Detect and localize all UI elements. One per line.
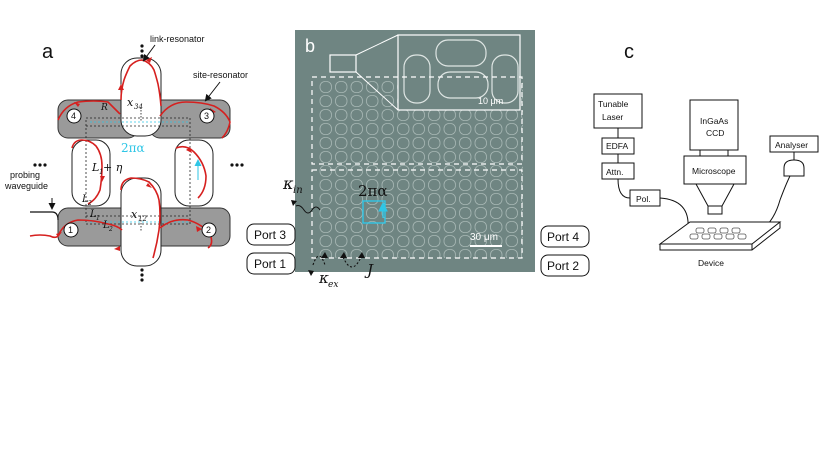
link-resonator-bottom: [120, 177, 162, 267]
panel-b: b 10 μm 2πα 30 μm κ in: [246, 30, 590, 290]
kappa-in-arrowhead: [291, 200, 297, 206]
flux-label-a: 2πα: [121, 141, 145, 155]
dashed-guides: [85, 117, 191, 225]
zoom-source-box: [329, 54, 357, 73]
J-coupling-arc: [342, 256, 362, 268]
port-4: Port 4: [540, 225, 590, 248]
svg-text:κ: κ: [318, 269, 329, 287]
attn-label: Attn.: [606, 167, 623, 177]
flux-plaquette: [362, 200, 386, 224]
port-4-label: Port 4: [547, 230, 579, 244]
fiber-attn-pol: [617, 178, 631, 199]
site-number-badges: [63, 108, 217, 238]
scale-bar-bottom-label: 30 μm: [470, 232, 498, 243]
ellipsis-dots: [33, 44, 244, 282]
ingaas-label-1: InGaAs: [700, 116, 728, 126]
analyser-label: Analyser: [775, 140, 808, 150]
J-arrowheads: [340, 252, 365, 258]
kappa-ex-label: κ ex: [318, 269, 338, 290]
svg-text:L: L: [89, 209, 97, 220]
probing-waveguide: [30, 211, 59, 221]
device-chip: [658, 221, 782, 245]
L2-label-top: L 2: [81, 194, 92, 207]
svg-text:κ: κ: [282, 174, 294, 193]
link-resonator-label: link-resonator: [150, 34, 205, 44]
site-resonator-label: site-resonator: [193, 70, 248, 80]
svg-text:34: 34: [134, 103, 143, 111]
port-2: Port 2: [540, 254, 590, 277]
zoom-line-bottom: [355, 71, 399, 111]
objective-lens: [695, 183, 735, 207]
x12-label: x 12: [131, 208, 147, 223]
red-optical-paths: [29, 59, 231, 259]
panel-c-label: c: [624, 41, 634, 63]
panel-c: c Tunable Laser EDFA Attn. Pol. InGaAs C…: [593, 41, 819, 268]
R-label: R: [100, 103, 108, 113]
svg-text:12: 12: [138, 215, 147, 223]
photodetector: [783, 159, 805, 177]
svg-text:in: in: [293, 185, 303, 196]
panel-a: a: [4, 34, 248, 282]
panel-b-label: b: [305, 36, 315, 56]
port-1-label: Port 1: [254, 257, 286, 271]
zoom-inset-rings: [403, 39, 519, 104]
objective-tip: [707, 205, 723, 215]
site-number-4: 4: [71, 111, 76, 121]
device-resonators: [689, 227, 747, 240]
site-resonator-arrow: [204, 81, 221, 102]
link-resonator-right: [174, 139, 214, 207]
scale-bar-top-label: 10 μm: [478, 96, 503, 106]
port-1: Port 1: [246, 252, 296, 275]
port-2-label: Port 2: [547, 259, 579, 273]
svg-text:1: 1: [96, 215, 100, 222]
link-resonator-arrow: [142, 44, 156, 62]
svg-text:L: L: [81, 194, 89, 205]
svg-text:x: x: [131, 208, 138, 221]
pol-label: Pol.: [636, 194, 651, 204]
microscope-label: Microscope: [692, 166, 736, 176]
svg-text:L: L: [102, 220, 110, 231]
device-label: Device: [698, 258, 724, 268]
kappa-in-wave: [295, 205, 321, 214]
x34-label: x 34: [127, 96, 143, 111]
svg-text:+ η: + η: [103, 161, 123, 174]
J-label: J: [364, 261, 374, 279]
tunable-laser-label-2: Laser: [602, 112, 623, 122]
probing-label-2: waveguide: [4, 181, 48, 191]
site-number-1: 1: [68, 225, 73, 235]
zoom-line-top: [355, 34, 399, 56]
site-number-2: 2: [206, 225, 211, 235]
L1-label: L 1: [89, 209, 100, 222]
region-top: [311, 76, 523, 165]
tunable-laser-label-1: Tunable: [598, 99, 629, 109]
svg-text:L: L: [91, 161, 99, 174]
svg-text:2: 2: [108, 226, 113, 233]
flux-label-b: 2πα: [358, 182, 388, 200]
tunable-laser-box: [593, 93, 643, 129]
edfa-label: EDFA: [606, 141, 629, 151]
svg-text:2: 2: [87, 200, 92, 207]
panel-a-label: a: [42, 41, 54, 63]
kappa-ex-arrowheads: [308, 252, 328, 276]
svg-text:ex: ex: [328, 280, 338, 290]
probing-label-1: probing: [10, 170, 40, 180]
region-bottom: [311, 169, 523, 259]
L1eta-label: L 1 + η: [91, 161, 123, 176]
ingaas-label-2: CCD: [706, 128, 724, 138]
port-3: Port 3: [246, 223, 296, 246]
svg-text:1: 1: [99, 168, 103, 176]
L2-label-bottom: L 2: [102, 220, 113, 233]
kappa-in-label: κ in: [282, 174, 303, 196]
site-number-3: 3: [204, 111, 209, 121]
camera-neck: [699, 149, 729, 157]
port-3-label: Port 3: [254, 228, 286, 242]
svg-text:x: x: [127, 96, 134, 109]
